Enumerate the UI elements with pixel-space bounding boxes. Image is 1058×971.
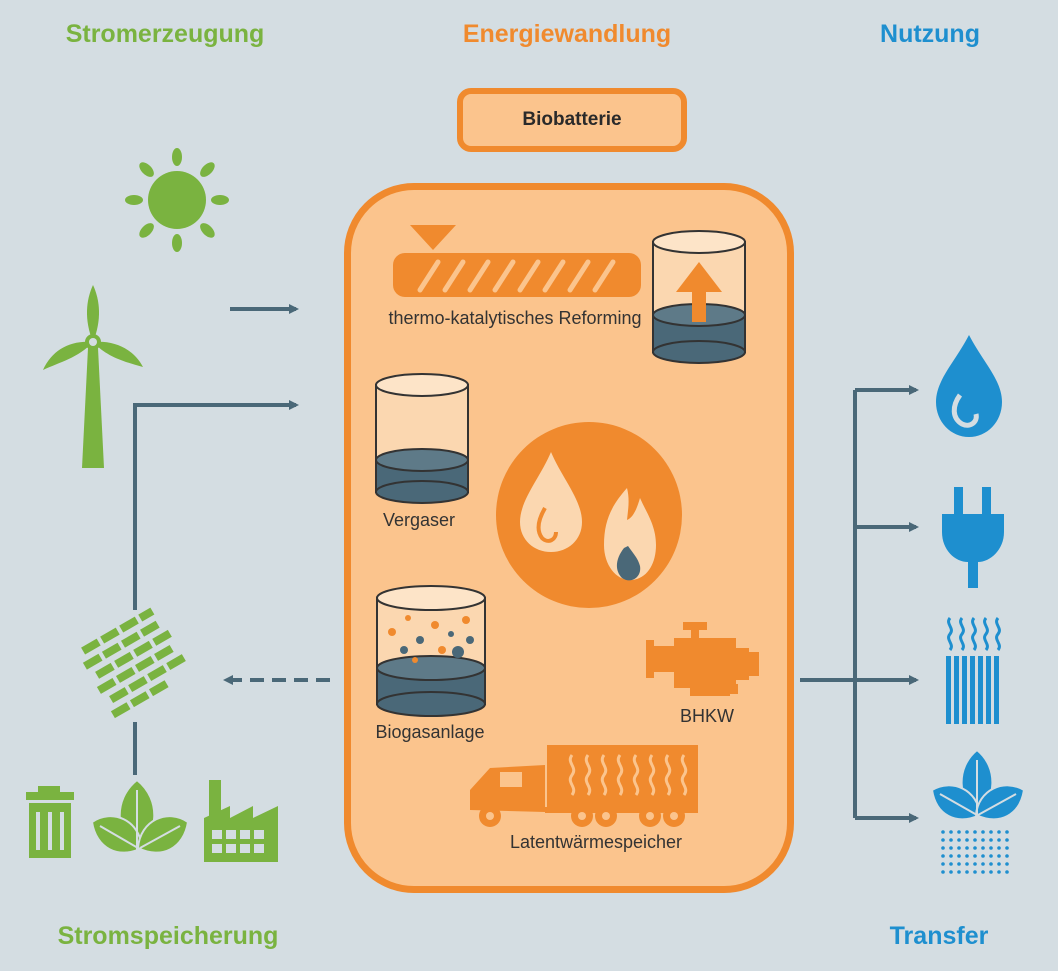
- tank-icon: [375, 373, 469, 504]
- heat-radiator-icon: [946, 617, 1001, 724]
- label-biogasanlage: Biogasanlage: [375, 722, 485, 742]
- heading-stromerzeugung: Stromerzeugung: [65, 20, 265, 48]
- battery-grid-icon: [81, 607, 186, 719]
- leaves-icon: [90, 778, 190, 854]
- drop-flame-icon: [496, 422, 682, 608]
- truck-icon: [470, 745, 698, 827]
- arrow-storage-to-center: [133, 400, 299, 610]
- label-vergaser: Vergaser: [382, 510, 456, 530]
- sun-icon: [125, 148, 229, 252]
- right-branch-lines: [800, 385, 919, 823]
- engine-icon: [646, 622, 759, 696]
- heading-stromspeicherung: Stromspeicherung: [57, 922, 279, 950]
- label-bhkw: BHKW: [680, 706, 734, 726]
- water-drop-icon: [936, 335, 1002, 437]
- plug-icon: [942, 487, 1004, 588]
- heading-energiewandlung: Energiewandlung: [462, 20, 672, 48]
- trash-bin-icon: [26, 786, 74, 858]
- biobatterie-box: Biobatterie: [457, 88, 687, 152]
- biobatterie-label: Biobatterie: [469, 100, 675, 140]
- wind-turbine-icon: [43, 285, 143, 468]
- factory-icon: [204, 780, 278, 862]
- tank-arrow-icon: [652, 230, 746, 364]
- heading-transfer: Transfer: [889, 922, 989, 950]
- biogas-tank-icon: [376, 585, 486, 717]
- label-latentwaermespeicher: Latentwärmespeicher: [509, 832, 683, 852]
- plant-irrigation-icon: [930, 748, 1026, 874]
- heading-nutzung: Nutzung: [880, 20, 980, 48]
- hopper-reactor-icon: [393, 225, 641, 297]
- label-reforming: thermo-katalytisches Reforming: [388, 308, 642, 328]
